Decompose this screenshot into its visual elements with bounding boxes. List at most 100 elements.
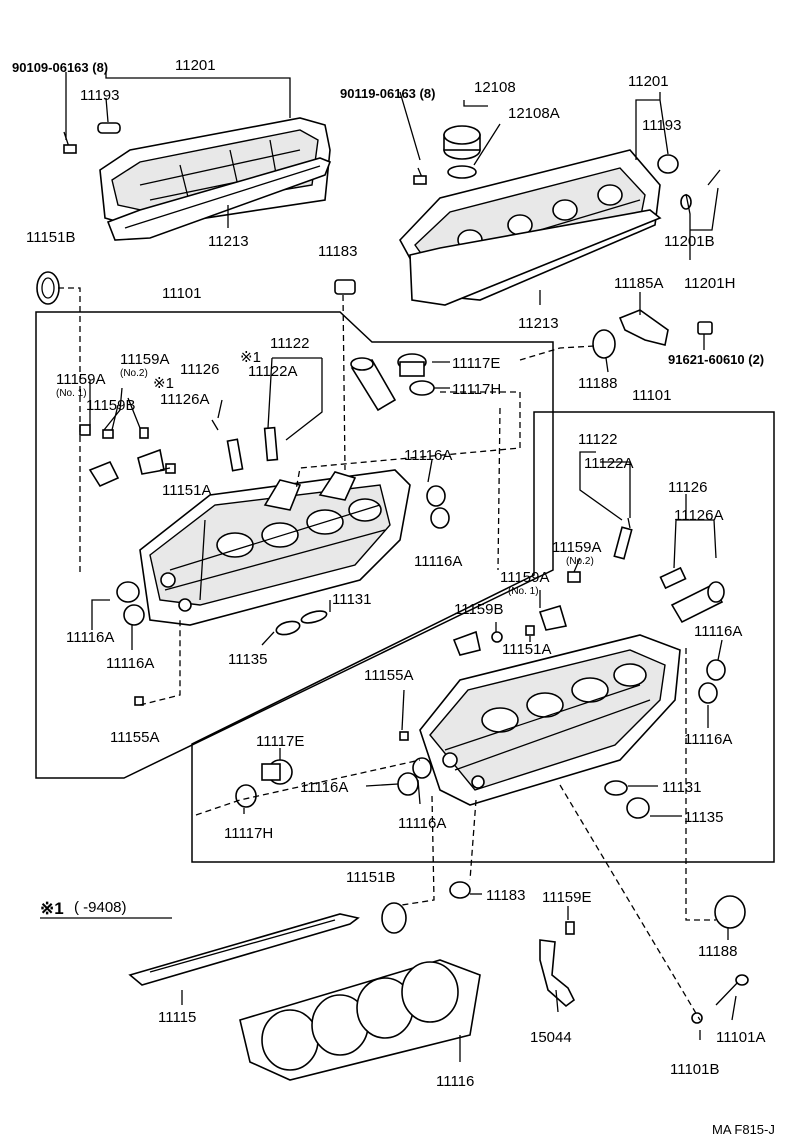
bolt-11159b-right <box>491 631 503 643</box>
label-11116a-left-1: 11116A <box>404 447 452 464</box>
label-11183-left: 11183 <box>318 243 358 260</box>
gasket-12108a <box>447 165 477 179</box>
label-11117e-right: 11117E <box>256 733 304 750</box>
label-11126a-right: 11126A <box>674 507 724 524</box>
label-11185a: 11185A <box>614 275 664 292</box>
label-11101-right: 11101 <box>632 387 672 404</box>
bolt-11159b-left-2 <box>102 429 114 439</box>
bolt-11159e <box>565 921 575 935</box>
plug-11155a-left <box>134 696 144 706</box>
label-11116a-left-2: 11116A <box>414 553 462 570</box>
label-11188-top: 11188 <box>578 375 618 392</box>
plug-11116a-r2 <box>698 682 718 704</box>
label-11159a-no1-left: 11159A <box>56 371 106 388</box>
labels-bottom: 11151B 11183 11159E 11188 11115 15044 11… <box>40 869 775 1137</box>
label-11116: 11116 <box>436 1073 474 1090</box>
seal-11135-right <box>626 797 650 819</box>
left-head-assembly-outline <box>35 311 554 779</box>
label-11117e-left: 11117E <box>452 355 500 372</box>
stud-11201h <box>707 169 721 186</box>
bolt-11101a <box>715 974 749 1006</box>
seal-11117h-left <box>409 380 435 396</box>
label-11135-left: 11135 <box>228 651 268 668</box>
clip-11122a-right <box>627 517 631 529</box>
plug-11155a-right <box>399 731 409 741</box>
label-11126-right: 11126 <box>668 479 708 496</box>
label-11155a-left: 11155A <box>110 729 160 746</box>
plug-11116a-r3 <box>397 772 419 796</box>
label-11117h-left: 11117H <box>452 381 501 398</box>
plug-11116a-l1 <box>426 485 446 507</box>
plug-11116a-r4 <box>412 757 432 779</box>
label-11151a-left: 11151A <box>162 482 212 499</box>
label-11151b-bottom: 11151B <box>346 869 396 886</box>
label-11159a-no1-right: 11159A <box>500 569 550 586</box>
label-11101-left: 11101 <box>162 285 202 302</box>
gasket-11115 <box>128 913 360 986</box>
plug-11116a-r1 <box>706 659 726 681</box>
seal-11131-left <box>300 610 328 624</box>
star-mark-11122a: ※1 <box>240 349 261 366</box>
label-11122-right: 11122 <box>578 431 618 448</box>
tube-11117-left <box>350 357 397 412</box>
label-11116a-left-4: 11116A <box>106 655 154 672</box>
label-11126a-left: 11126A <box>160 391 210 408</box>
label-11159b-right: 11159B <box>454 601 504 618</box>
bolt-90119-icon <box>413 167 427 185</box>
label-11151a-right: 11151A <box>502 641 552 658</box>
plug-11116a-l3 <box>116 581 140 603</box>
oil-filler-cap-12108 <box>443 125 481 160</box>
label-12108a: 12108A <box>508 105 560 122</box>
label-11193-left: 11193 <box>80 87 120 104</box>
bolt-90109-icon <box>63 131 77 154</box>
seal-11151b-bottom <box>381 902 407 934</box>
plug-11117e-right <box>261 759 293 785</box>
label-11131-right: 11131 <box>662 779 702 796</box>
label-11159a-no2-left: 11159A <box>120 351 170 368</box>
seal-11135-left <box>275 620 301 636</box>
note-mark: ※1 <box>40 899 64 918</box>
bracket-11185a <box>618 309 669 346</box>
left-cylinder-head <box>139 469 411 626</box>
label-11155a-right: 11155A <box>364 667 414 684</box>
bracket-15044 <box>539 939 576 1008</box>
tube-11117-right <box>670 581 725 624</box>
label-11135-right: 11135 <box>684 809 724 826</box>
clip-11126a-left <box>211 419 219 431</box>
guide-11122-left <box>263 426 279 462</box>
right-head-assembly-outline <box>191 411 775 863</box>
plug-11183-left <box>334 279 356 295</box>
label-11131-left: 11131 <box>332 591 372 608</box>
label-11116a-right-3: 11116A <box>300 779 348 796</box>
rocker-11159a-right-no2 <box>567 571 581 583</box>
label-11201-left: 11201 <box>175 57 216 74</box>
grommet-11193-right <box>657 154 679 174</box>
label-11116a-right-1: 11116A <box>694 623 742 640</box>
label-11117h-right: 11117H <box>224 825 273 842</box>
plug-11116a-l2 <box>430 507 450 529</box>
rocker-11159a-left <box>88 448 165 488</box>
right-valve-cover-gasket <box>409 209 662 306</box>
bolt-small-left <box>139 427 149 439</box>
bolt-91621 <box>697 321 713 335</box>
label-11159e: 11159E <box>542 889 592 906</box>
label-91621-60610: 91621-60610 (2) <box>668 352 764 367</box>
note-text: ( -9408) <box>74 899 127 916</box>
seal-11151b-left <box>36 271 60 305</box>
star-mark-11126a: ※1 <box>153 375 174 392</box>
guide-11126-left <box>226 438 244 472</box>
bolt-11159b-left <box>79 424 91 436</box>
label-11159a-no1-sub-right: (No. 1) <box>508 586 539 597</box>
label-11159a-no2-right: 11159A <box>552 539 602 556</box>
plug-11117e-left <box>397 353 427 377</box>
rocker-11159a-right-no1 <box>538 605 568 631</box>
right-cylinder-head <box>419 634 681 806</box>
footer-code: MA F815-J <box>712 1122 775 1137</box>
label-11159b-left: 11159B <box>86 397 136 414</box>
label-11122a-left: 11122A <box>248 363 298 380</box>
label-11159a-no2-sub-right: (No.2) <box>566 556 594 567</box>
head-gasket-11116 <box>239 959 481 1081</box>
label-11126-left: 11126 <box>180 361 220 378</box>
label-11101b: 11101B <box>670 1061 720 1078</box>
